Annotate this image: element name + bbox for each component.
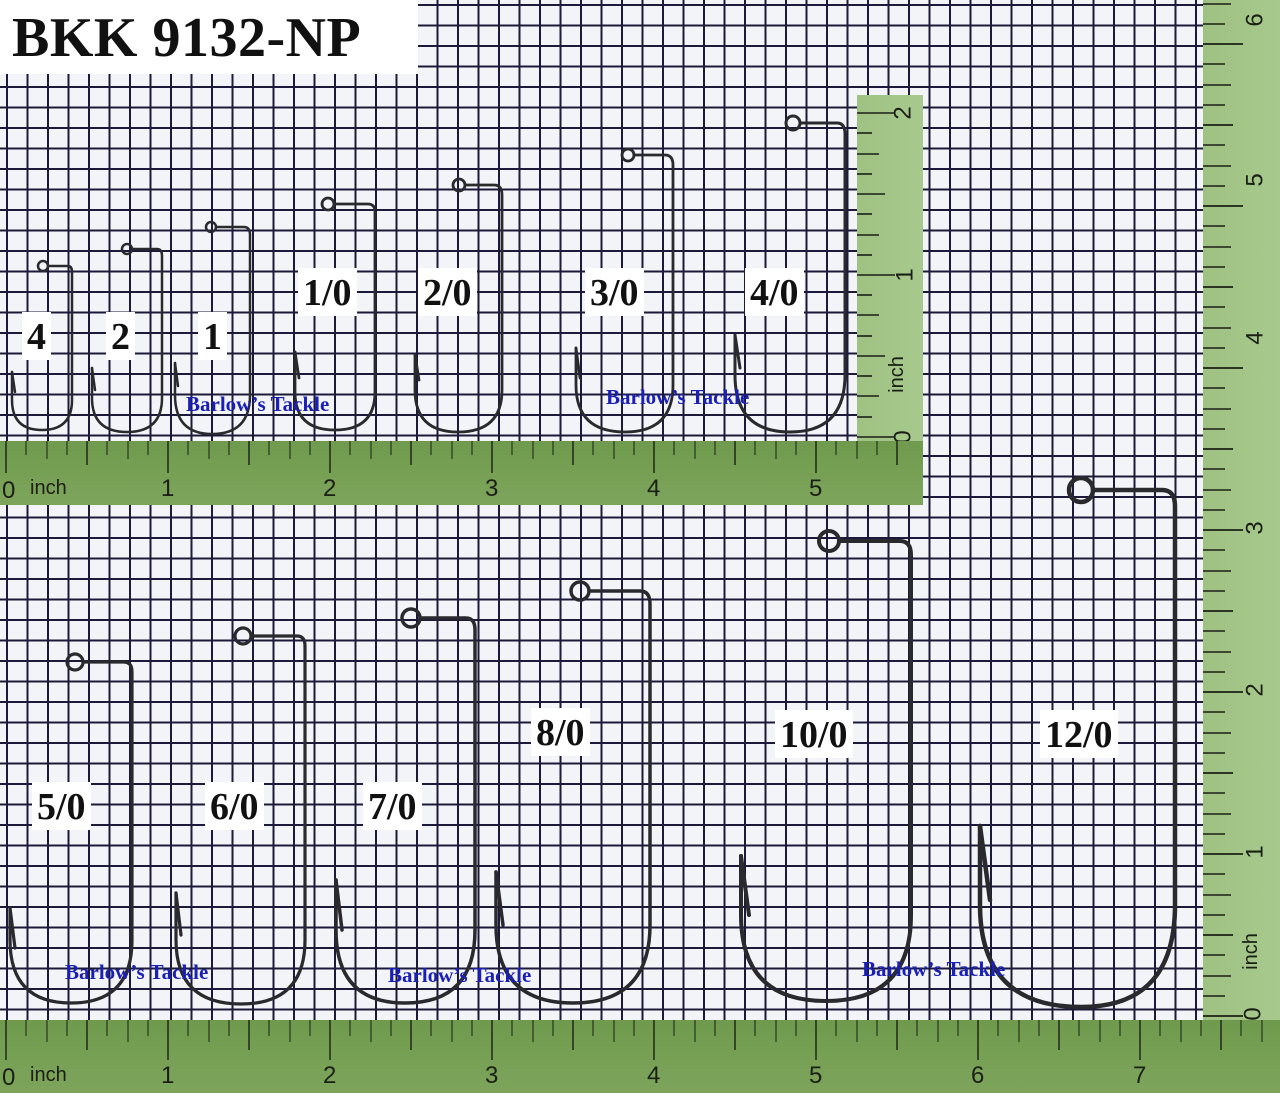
ruler-tick-label: 1 bbox=[161, 475, 175, 502]
ruler-tick-label: 3 bbox=[485, 475, 499, 502]
ruler-tick-label: 5 bbox=[809, 1062, 823, 1089]
ruler-tick-label: 3 bbox=[1241, 521, 1269, 535]
top-horizontal-ruler: 0 inch 1 2 3 4 5 bbox=[0, 441, 923, 505]
ruler-unit-label: inch bbox=[30, 1064, 67, 1086]
hook-size-10-0 bbox=[739, 529, 913, 1003]
watermark-text: Barlow’s Tackle bbox=[186, 392, 330, 416]
ruler-tick-label: 6 bbox=[971, 1062, 985, 1089]
hook-size-1-0 bbox=[293, 196, 377, 432]
size-label-3-0: 3/0 bbox=[585, 268, 644, 316]
title-box: BKK 9132-NP bbox=[0, 0, 418, 74]
hook-size-6-0 bbox=[174, 626, 307, 1006]
ruler-tick-label: 2 bbox=[323, 1062, 337, 1089]
hook-size-7-0 bbox=[334, 607, 477, 1005]
ruler-tick-label: 5 bbox=[1241, 173, 1269, 187]
ruler-tick-label: 0 bbox=[1239, 1007, 1267, 1020]
ruler-tick-label: 5 bbox=[809, 475, 823, 502]
size-label-4: 4 bbox=[22, 312, 51, 360]
ruler-tick-label: 7 bbox=[1133, 1062, 1147, 1089]
right-vertical-ruler: 0 inch 1 2 3 4 5 6 bbox=[1203, 0, 1280, 1020]
ruler-unit-label: inch bbox=[885, 356, 908, 393]
ruler-tick-label: 4 bbox=[1241, 331, 1269, 345]
ruler-tick-label: 0 bbox=[2, 1064, 16, 1091]
size-label-2: 2 bbox=[106, 312, 135, 360]
watermark-text: Barlow’s Tackle bbox=[65, 960, 209, 984]
hook-size-4 bbox=[10, 259, 74, 432]
hook-size-12-0 bbox=[977, 475, 1178, 1010]
ruler-tick-label: 2 bbox=[1241, 683, 1269, 697]
hook-size-5-0 bbox=[8, 652, 134, 1005]
size-label-1: 1 bbox=[198, 312, 227, 360]
ruler-tick-label: 1 bbox=[891, 268, 919, 282]
ruler-tick-label: 2 bbox=[889, 106, 917, 120]
size-label-6-0: 6/0 bbox=[205, 782, 264, 830]
size-label-12-0: 12/0 bbox=[1040, 710, 1118, 758]
size-label-5-0: 5/0 bbox=[32, 782, 91, 830]
bottom-horizontal-ruler: 0 inch 1 2 3 4 5 6 7 bbox=[0, 1020, 1280, 1093]
hook-size-1 bbox=[173, 220, 252, 436]
ruler-tick-label: 3 bbox=[485, 1062, 499, 1089]
size-label-7-0: 7/0 bbox=[363, 782, 422, 830]
watermark-text: Barlow’s Tackle bbox=[388, 963, 532, 987]
size-label-4-0: 4/0 bbox=[745, 268, 804, 316]
size-label-8-0: 8/0 bbox=[531, 708, 590, 756]
hook-size-8-0 bbox=[494, 580, 652, 1005]
hook-size-4-0 bbox=[733, 114, 847, 434]
size-label-2-0: 2/0 bbox=[418, 268, 477, 316]
watermark-text: Barlow’s Tackle bbox=[606, 385, 750, 409]
ruler-tick-label: 1 bbox=[1241, 845, 1269, 859]
ruler-tick-label: 2 bbox=[323, 475, 337, 502]
size-label-10-0: 10/0 bbox=[775, 710, 853, 758]
ruler-tick-label: 0 bbox=[2, 477, 16, 504]
product-title: BKK 9132-NP bbox=[12, 7, 362, 69]
ruler-tick-label: 6 bbox=[1241, 13, 1269, 27]
ruler-tick-label: 0 bbox=[889, 430, 917, 441]
ruler-tick-label: 4 bbox=[647, 475, 661, 502]
watermark-text: Barlow’s Tackle bbox=[862, 957, 1006, 981]
ruler-tick-label: 4 bbox=[647, 1062, 661, 1089]
ruler-tick-label: 1 bbox=[161, 1062, 175, 1089]
hook-size-2 bbox=[90, 242, 164, 434]
top-vertical-ruler: 0 inch 1 2 bbox=[857, 95, 923, 441]
ruler-unit-label: inch bbox=[30, 477, 67, 499]
size-label-1-0: 1/0 bbox=[298, 268, 357, 316]
hook-size-2-0 bbox=[413, 177, 504, 434]
hook-size-3-0 bbox=[574, 147, 675, 434]
ruler-unit-label: inch bbox=[1239, 933, 1262, 970]
